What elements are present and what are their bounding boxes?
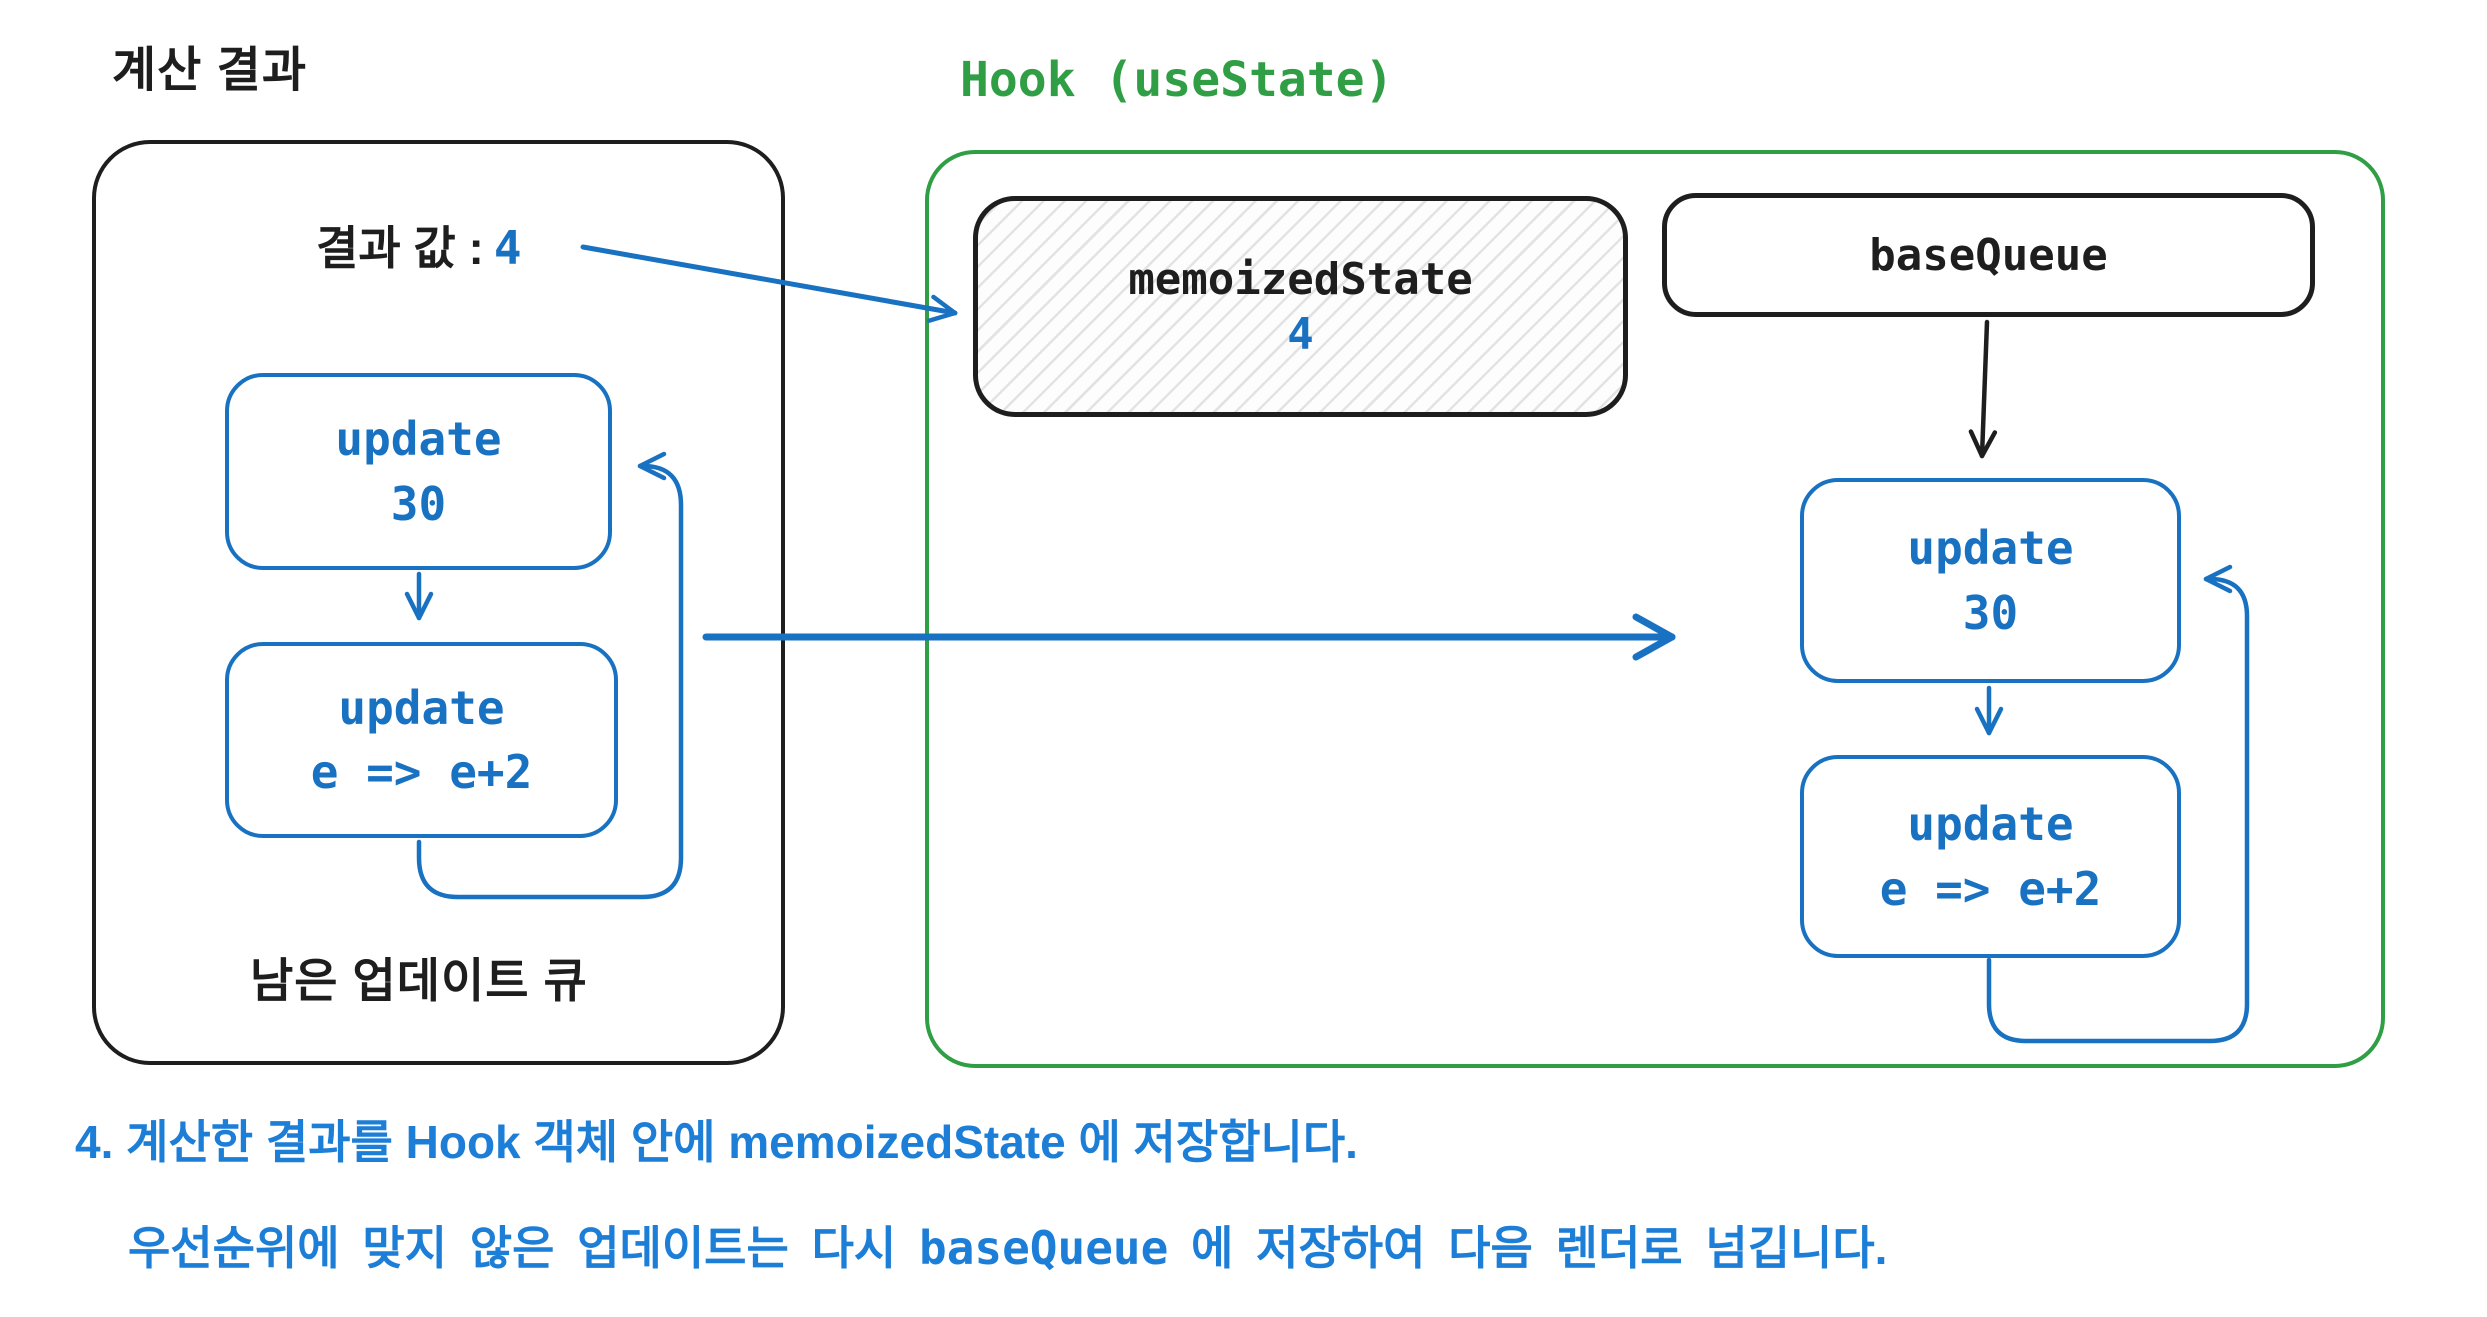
right-update-30-node: update 30: [1800, 478, 2181, 683]
hook-panel-title: Hook (useState): [960, 52, 1394, 108]
caption-line-1: 4. 계산한 결과를 Hook 객체 안에 memoizedState 에 저장…: [75, 1116, 1358, 1168]
update-value: e => e+2: [1879, 861, 2102, 916]
memoized-state-box: memoizedState 4: [973, 196, 1628, 417]
update-value: 30: [1962, 585, 2019, 640]
update-value: 30: [390, 476, 447, 531]
left-panel-title: 계산 결과: [112, 44, 307, 97]
caption-line-2-suffix: 에 저장하여 다음 렌더로 넘깁니다.: [1168, 1222, 1888, 1274]
right-update-e2-node: update e => e+2: [1800, 755, 2181, 958]
update-label: update: [1907, 797, 2074, 852]
update-label: update: [335, 412, 502, 467]
calc-result-container: [92, 140, 785, 1065]
caption-line-2-prefix: 우선순위에 맞지 않은 업데이트는 다시: [128, 1222, 920, 1274]
memoized-state-label: memoizedState: [1128, 253, 1473, 305]
update-label: update: [338, 680, 505, 735]
result-value: 4: [493, 221, 522, 275]
remaining-queue-label: 남은 업데이트 큐: [250, 954, 588, 1007]
result-label: 결과 값 :: [316, 222, 484, 274]
base-queue-box: baseQueue: [1662, 193, 2315, 317]
left-update-e2-node: update e => e+2: [225, 642, 618, 838]
left-update-30-node: update 30: [225, 373, 612, 570]
update-value: e => e+2: [310, 745, 533, 799]
memoized-state-value: 4: [1287, 308, 1314, 360]
caption-line-2-code: baseQueue: [919, 1221, 1169, 1275]
result-value-line: 결과 값 :4: [316, 212, 522, 278]
caption-line-2: 우선순위에 맞지 않은 업데이트는 다시 baseQueue 에 저장하여 다음…: [128, 1212, 1887, 1278]
update-label: update: [1907, 521, 2074, 576]
